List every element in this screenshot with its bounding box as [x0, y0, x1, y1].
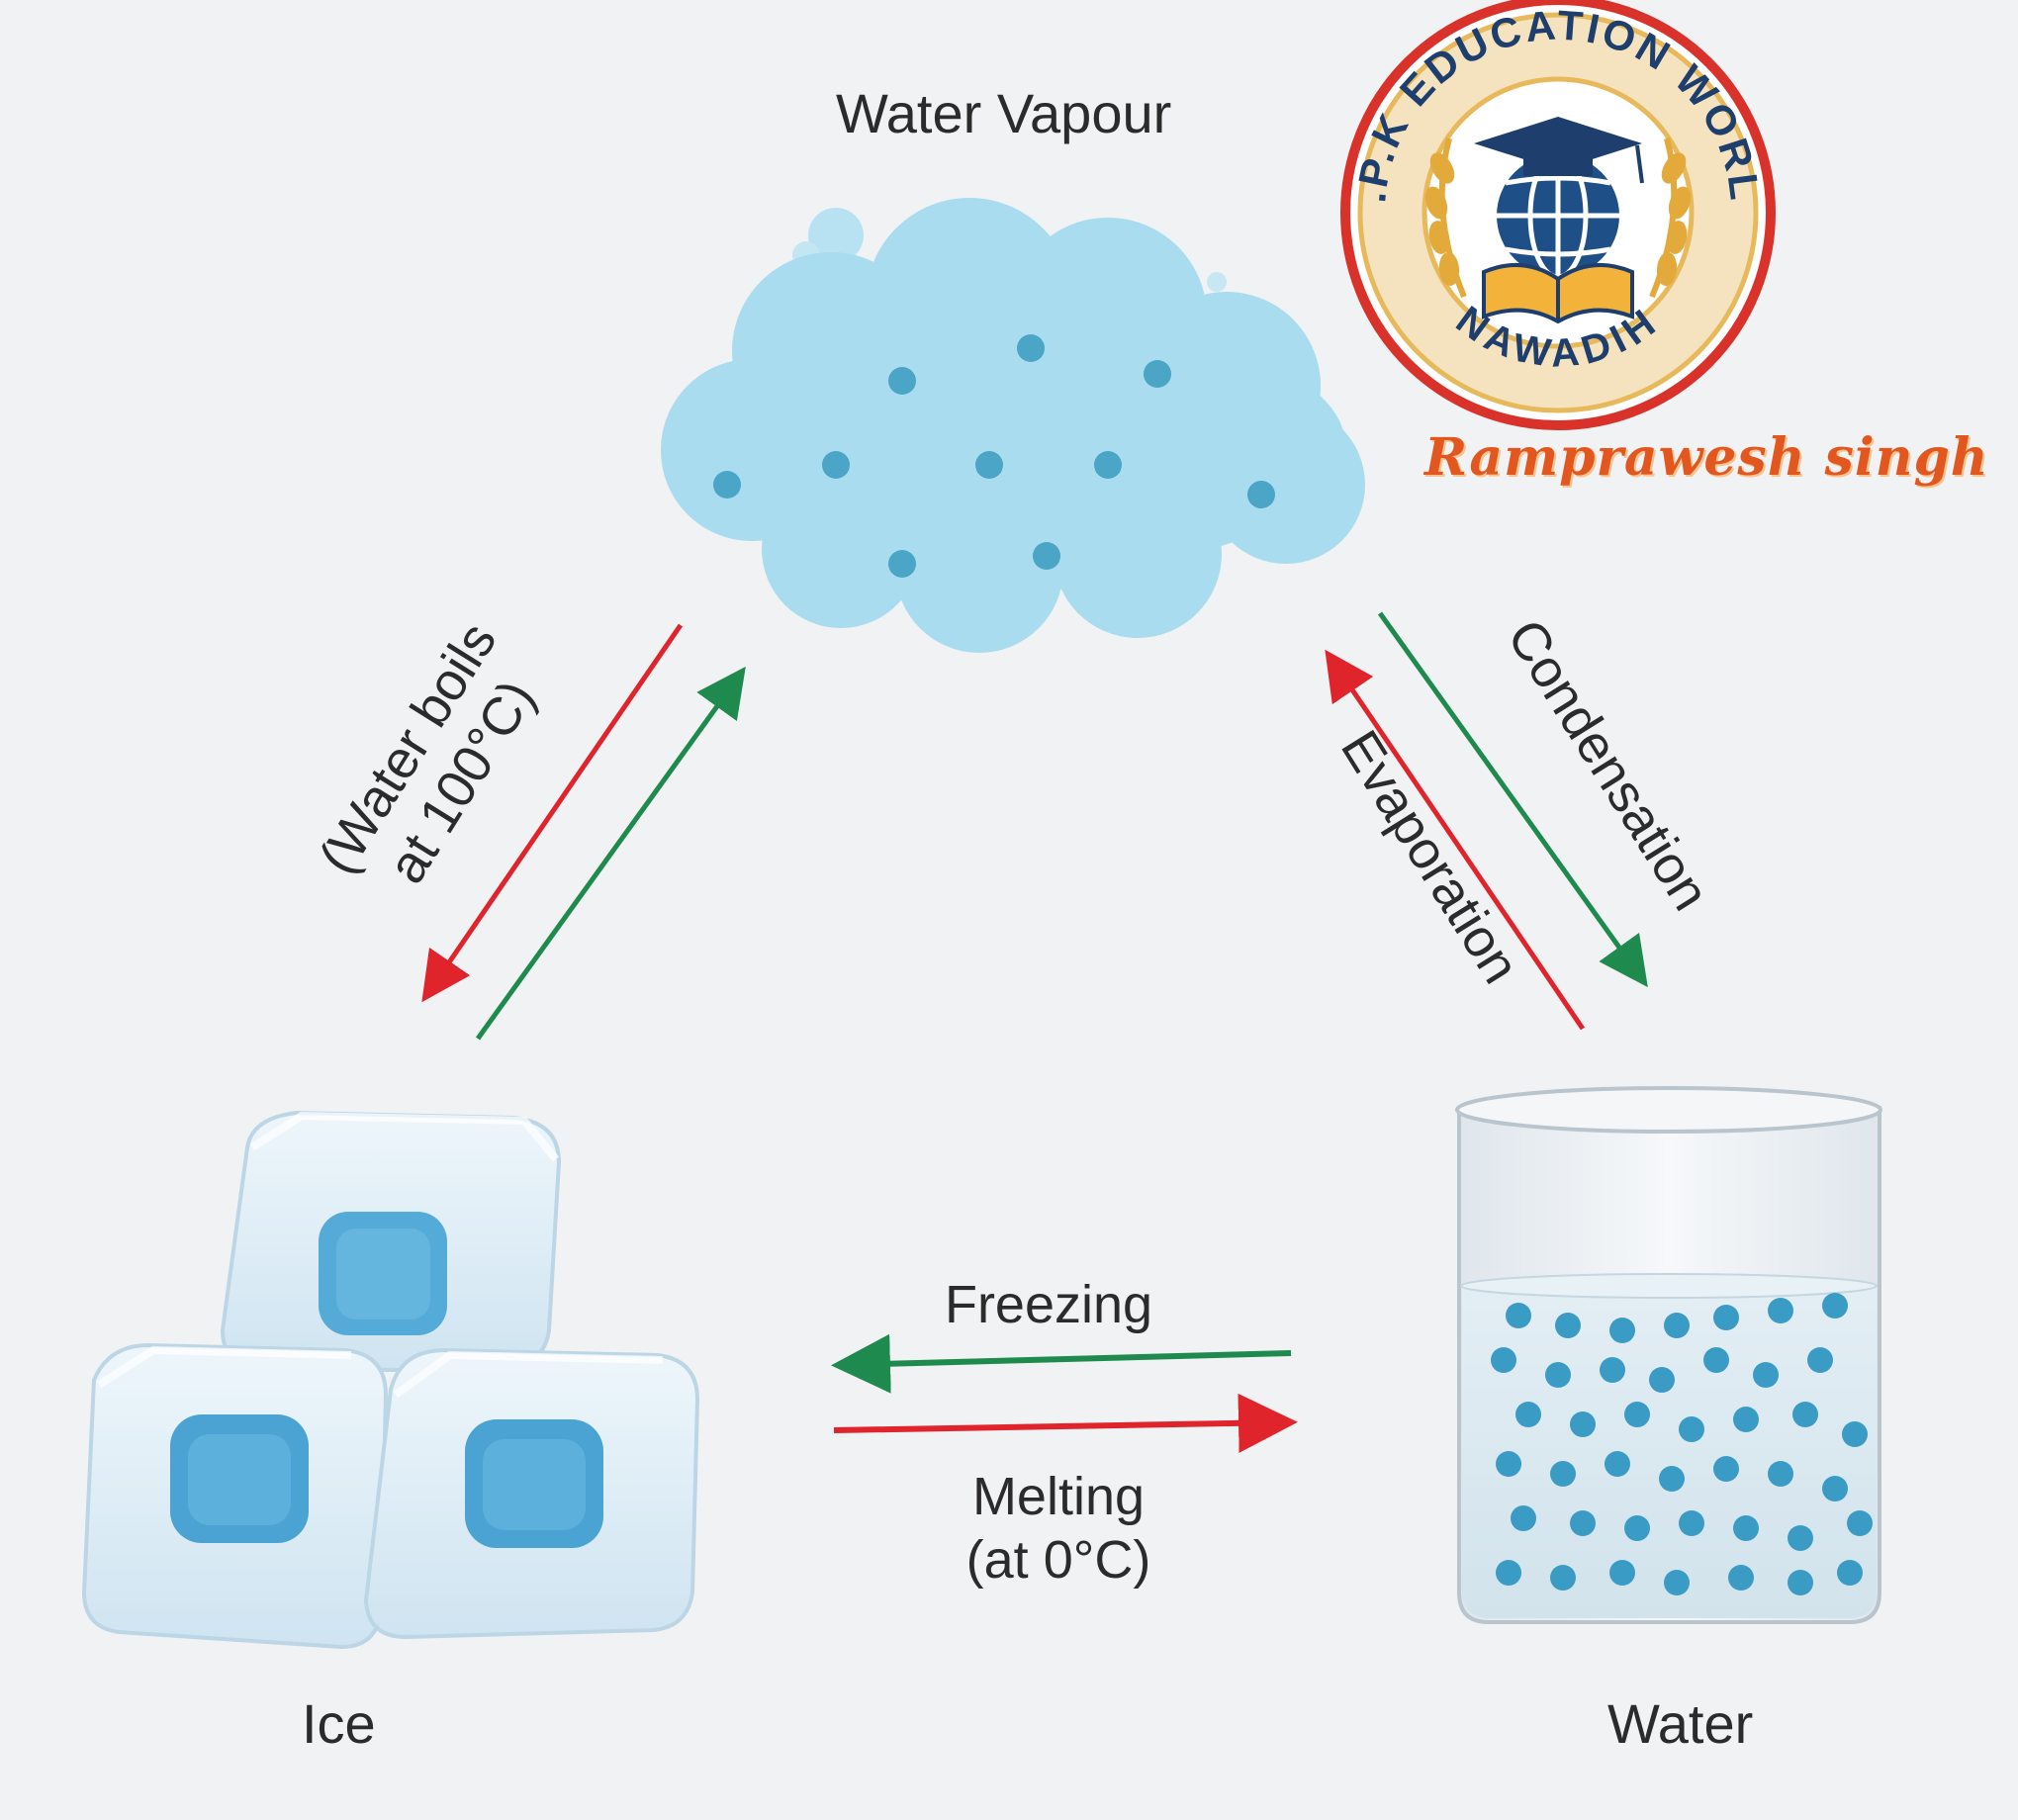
- boiling-down-arrow: [421, 623, 684, 1003]
- ice-label: Ice: [302, 1692, 376, 1755]
- evaporation-arrow: [1325, 649, 1586, 1031]
- melting-label: Melting (at 0°C): [890, 1466, 1227, 1592]
- vapour-cloud: [661, 198, 1365, 653]
- author-signature: Ramprawesh singh: [1424, 427, 1989, 488]
- ice-cube-left: [81, 1342, 389, 1650]
- melting-label-line1: Melting: [971, 1467, 1146, 1526]
- water-label: Water: [1607, 1692, 1754, 1755]
- ice-cubes: [81, 1110, 700, 1650]
- water-beaker: [1455, 1086, 1882, 1624]
- melting-arrow: [833, 1393, 1298, 1453]
- ice-cube-top: [220, 1110, 562, 1372]
- ice-cube-right: [363, 1347, 700, 1640]
- freezing-label: Freezing: [944, 1275, 1153, 1334]
- water-particles: [1491, 1293, 1873, 1595]
- melting-label-line2: (at 0°C): [965, 1529, 1151, 1590]
- condensation-arrow: [1377, 611, 1648, 988]
- vaporization-up-arrow: [475, 666, 746, 1041]
- vapour-label: Water Vapour: [836, 82, 1172, 144]
- freezing-arrow: [831, 1333, 1292, 1394]
- vapour-particles: [713, 334, 1275, 578]
